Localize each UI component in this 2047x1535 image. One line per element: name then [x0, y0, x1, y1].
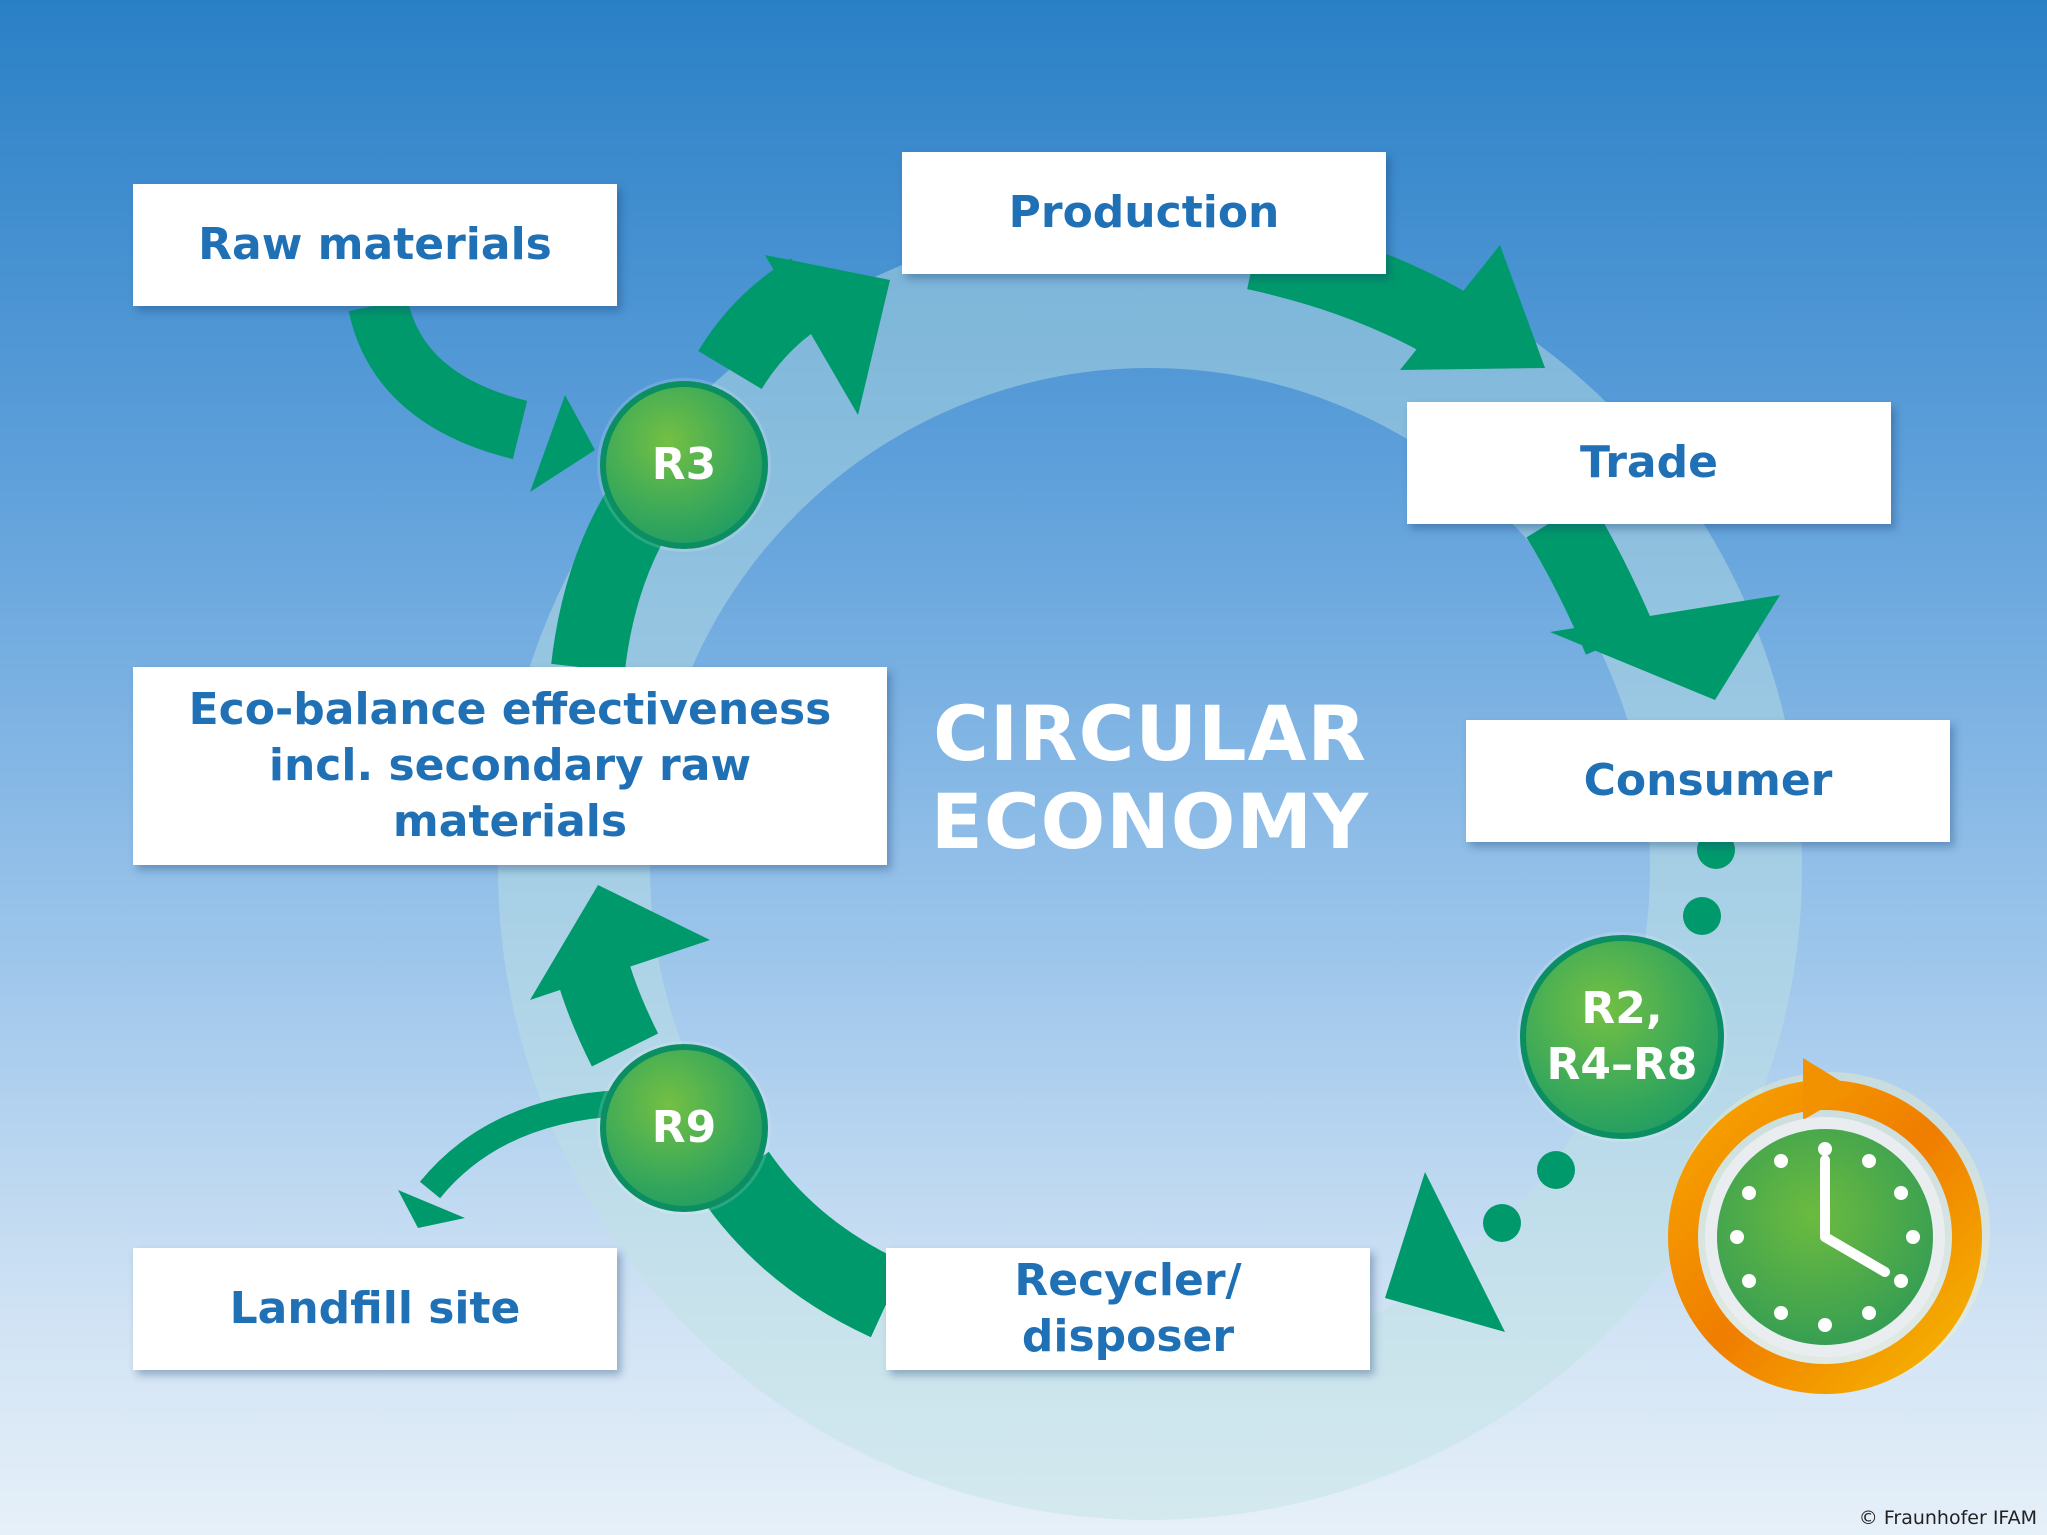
r2-label-line1: R2, [1581, 983, 1663, 1034]
arrow-trade-to-consumer [1526, 498, 1655, 655]
trade-label: Trade [1580, 437, 1718, 488]
consumer-label: Consumer [1583, 755, 1833, 806]
background-ring [498, 216, 1802, 1520]
clock-icon [1668, 1058, 1990, 1394]
dot-4 [1483, 1204, 1521, 1242]
arrow-raw-to-r3 [348, 297, 528, 460]
dot-2 [1683, 897, 1721, 935]
center-title-line2: ECONOMY [930, 777, 1370, 866]
production-label: Production [1008, 187, 1280, 238]
recycler-box: Recycler/ disposer [886, 1248, 1370, 1370]
arrowhead-r9-to-ecobalance [530, 885, 710, 1000]
landfill-label: Landfill site [229, 1283, 521, 1334]
production-box: Production [902, 152, 1386, 274]
r3-label: R3 [651, 439, 717, 490]
r2-r4-r8-badge: R2, R4–R8 [1520, 935, 1724, 1139]
arrowhead-r9-to-landfill [398, 1190, 465, 1228]
arrowhead-production-to-trade [1400, 245, 1545, 370]
landfill-box: Landfill site [133, 1248, 617, 1370]
eco-balance-box: Eco-balance effectiveness incl. secondar… [133, 667, 887, 865]
r3-badge: R3 [600, 381, 768, 549]
copyright-notice: © Fraunhofer IFAM [1858, 1507, 2037, 1529]
raw-materials-box: Raw materials [133, 184, 617, 306]
r9-badge: R9 [600, 1044, 768, 1212]
recycler-label-line2: disposer [1021, 1311, 1235, 1362]
dot-3 [1537, 1151, 1575, 1189]
raw-materials-label: Raw materials [198, 219, 552, 270]
eco-balance-line2: incl. secondary raw [268, 740, 752, 791]
eco-balance-line3: materials [392, 796, 628, 847]
r2-label-line2: R4–R8 [1546, 1039, 1698, 1090]
center-title: CIRCULAR ECONOMY [870, 690, 1430, 866]
r9-label: R9 [651, 1102, 717, 1153]
arrow-recycler-to-r9 [701, 1151, 906, 1338]
center-title-line1: CIRCULAR [933, 689, 1367, 778]
eco-balance-line1: Eco-balance effectiveness [188, 684, 832, 735]
recycler-label-line1: Recycler/ [1014, 1255, 1242, 1306]
consumer-box: Consumer [1466, 720, 1950, 842]
arrowhead-r3-to-production [765, 255, 890, 415]
arrowhead-trade-to-consumer [1550, 595, 1780, 700]
arrowhead-raw-to-r3 [530, 395, 595, 492]
arrow-r9-to-landfill [419, 1090, 621, 1199]
arrowhead-to-recycler [1385, 1172, 1505, 1332]
trade-box: Trade [1407, 402, 1891, 524]
